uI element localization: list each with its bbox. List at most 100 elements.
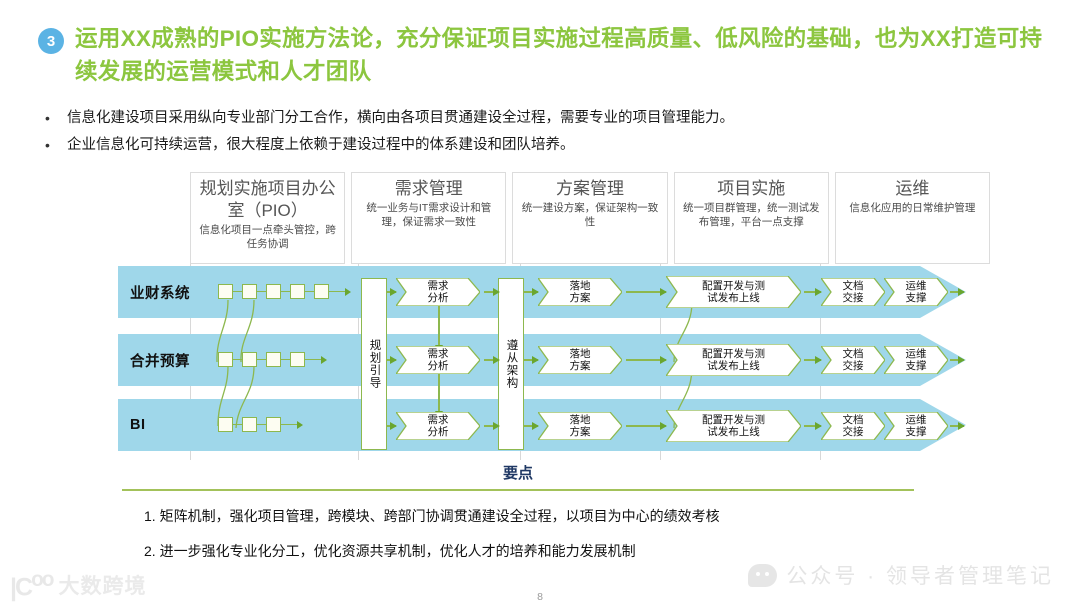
step-label: 配置开发与测 试发布上线 [702, 279, 765, 305]
column-title: 方案管理 [556, 179, 624, 198]
list-item: • 信息化建设项目采用纵向专业部门分工合作，横向由各项目贯通建设全过程，需要专业… [45, 108, 1045, 128]
task-square [266, 352, 281, 367]
column-subtitle: 统一建设方案，保证架构一致性 [521, 202, 659, 228]
task-square [290, 352, 305, 367]
column-header-implementation: 项目实施 统一项目群管理，统一测试发布管理，平台一点支撑 [673, 172, 829, 264]
bullet-list: • 信息化建设项目采用纵向专业部门分工合作，横向由各项目贯通建设全过程，需要专业… [45, 108, 1045, 162]
column-header-requirements: 需求管理 统一业务与IT需求设计和管理，保证需求一致性 [351, 172, 507, 264]
brand-logo-icon: |Coo [10, 567, 55, 601]
task-square [218, 417, 233, 432]
connector-arrow [804, 288, 822, 295]
process-step-landing-plan: 落地 方案 [538, 346, 622, 374]
task-square [242, 417, 257, 432]
step-label: 需求 分析 [427, 279, 449, 305]
page-title: 运用XX成熟的PIO实施方法论，充分保证项目实施过程高质量、低风险的基础，也为X… [75, 26, 1043, 84]
process-step-config-dev-test-release: 配置开发与测 试发布上线 [666, 410, 801, 442]
watermark-right-text: 公众号 · 领导者管理笔记 [786, 565, 1054, 588]
watermark-left: |Coo 大数跨境 [10, 568, 147, 602]
arrow-icon [297, 420, 303, 429]
connector-arrow [950, 356, 965, 363]
step-label: 需求 分析 [427, 347, 449, 373]
pillar-label: 规划引导 [368, 339, 381, 389]
connector-arrow [804, 422, 822, 429]
process-step-landing-plan: 落地 方案 [538, 412, 622, 440]
key-point-item: 1. 矩阵机制，强化项目管理，跨模块、跨部门协调贯通建设全过程，以项目为中心的绩… [144, 507, 720, 524]
column-title: 规划实施项目办公室（PIO） [199, 179, 336, 220]
process-step-doc-handover: 文档 交接 [821, 278, 885, 306]
step-label: 配置开发与测 试发布上线 [702, 347, 765, 373]
column-subtitle: 信息化项目一点牵头管控，跨任务协调 [199, 224, 336, 250]
lane-label: 合并预算 [130, 353, 190, 370]
column-subtitle: 信息化应用的日常维护管理 [849, 202, 976, 214]
process-step-ops-support: 运维 支撑 [884, 278, 948, 306]
column-subtitle: 统一业务与IT需求设计和管理，保证需求一致性 [366, 202, 492, 228]
column-header-solution: 方案管理 统一建设方案，保证架构一致性 [512, 172, 668, 264]
watermark-right: 公众号 · 领导者管理笔记 [748, 560, 1054, 590]
step-label: 文档 交接 [842, 413, 864, 439]
pillar-label: 遵从架构 [505, 339, 518, 389]
step-label: 需求 分析 [427, 413, 449, 439]
vertical-connector [435, 304, 442, 352]
process-step-ops-support: 运维 支撑 [884, 346, 948, 374]
page-number: 8 [537, 591, 543, 603]
process-step-requirement-analysis: 需求 分析 [396, 412, 480, 440]
column-title: 运维 [895, 179, 930, 198]
connector-arrow [804, 356, 822, 363]
key-points-section: 要点 1. 矩阵机制，强化项目管理，跨模块、跨部门协调贯通建设全过程，以项目为中… [122, 462, 914, 561]
connector-arrow [484, 422, 500, 429]
task-square [242, 352, 257, 367]
bullet-marker: • [45, 110, 50, 126]
process-step-ops-support: 运维 支撑 [884, 412, 948, 440]
process-step-doc-handover: 文档 交接 [821, 346, 885, 374]
task-square [218, 284, 233, 299]
step-label: 落地 方案 [569, 413, 591, 439]
task-square [218, 352, 233, 367]
arrow-icon [321, 355, 327, 364]
connector-arrow [387, 422, 397, 429]
step-label: 文档 交接 [842, 347, 864, 373]
step-label: 配置开发与测 试发布上线 [702, 413, 765, 439]
slide-number-badge: 3 [38, 28, 64, 54]
task-square [290, 284, 305, 299]
process-step-requirement-analysis: 需求 分析 [396, 346, 480, 374]
step-label: 运维 支撑 [905, 413, 927, 439]
connector-arrow [484, 288, 500, 295]
column-title: 需求管理 [394, 179, 463, 198]
column-header-operations: 运维 信息化应用的日常维护管理 [834, 172, 991, 264]
process-step-config-dev-test-release: 配置开发与测 试发布上线 [666, 344, 801, 376]
slide-title-block: 3 运用XX成熟的PIO实施方法论，充分保证项目实施过程高质量、低风险的基础，也… [38, 22, 1048, 88]
task-square-group [218, 417, 303, 432]
process-step-doc-handover: 文档 交接 [821, 412, 885, 440]
connector-arrow [950, 422, 965, 429]
task-square [266, 417, 281, 432]
connector-arrow [484, 356, 500, 363]
process-step-config-dev-test-release: 配置开发与测 试发布上线 [666, 276, 801, 308]
connector-arrow [950, 288, 965, 295]
process-step-requirement-analysis: 需求 分析 [396, 278, 480, 306]
connector-arrow [387, 288, 397, 295]
connector-arrow [524, 356, 539, 363]
process-step-landing-plan: 落地 方案 [538, 278, 622, 306]
list-item: • 企业信息化可持续运营，很大程度上依赖于建设过程中的体系建设和团队培养。 [45, 135, 1045, 155]
step-label: 运维 支撑 [905, 279, 927, 305]
column-header-pio: 规划实施项目办公室（PIO） 信息化项目一点牵头管控，跨任务协调 [190, 172, 346, 264]
swimlane-diagram: 业财系统 合并预算 BI [118, 264, 998, 460]
connector-arrow [626, 356, 667, 363]
lane-label: BI [130, 417, 146, 433]
bullet-text: 企业信息化可持续运营，很大程度上依赖于建设过程中的体系建设和团队培养。 [67, 137, 575, 153]
lane-label: 业财系统 [130, 285, 190, 302]
key-point-item: 2. 进一步强化专业化分工，优化资源共享机制，优化人才的培养和能力发展机制 [144, 542, 636, 559]
connector-arrow [524, 288, 539, 295]
connector-arrow [626, 288, 667, 295]
step-label: 落地 方案 [569, 279, 591, 305]
watermark-left-text: 大数跨境 [58, 574, 147, 598]
arrow-icon [345, 287, 351, 296]
pillar-planning-guidance: 规划引导 [361, 278, 387, 450]
connector-arrow [626, 422, 667, 429]
step-label: 运维 支撑 [905, 347, 927, 373]
task-square [314, 284, 329, 299]
step-label: 文档 交接 [842, 279, 864, 305]
key-points-title: 要点 [502, 465, 533, 482]
column-title: 项目实施 [717, 179, 786, 198]
step-label: 落地 方案 [569, 347, 591, 373]
